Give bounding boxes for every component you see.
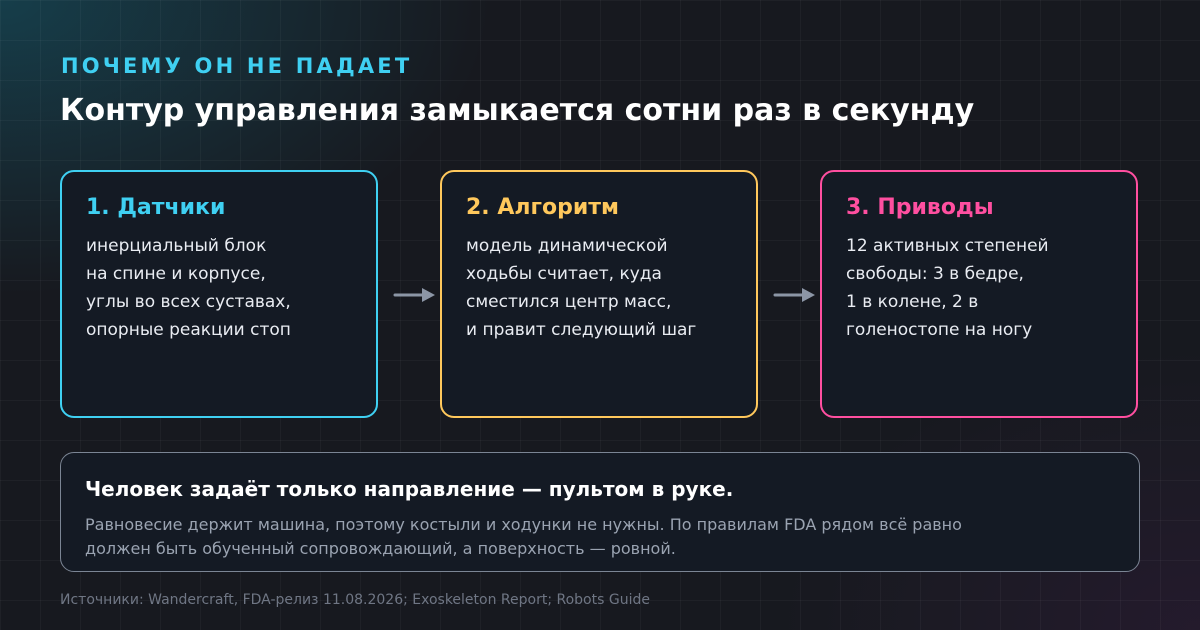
step-text-line: опорные реакции стоп [86,320,291,340]
step-text-line: ходьбы считает, куда [466,264,662,284]
sources-footnote: Источники: Wandercraft, FDA-релиз 11.08.… [60,592,650,608]
step-text-line: и правит следующий шаг [466,320,697,340]
eyebrow-label: ПОЧЕМУ ОН НЕ ПАДАЕТ [61,54,413,78]
note-heading: Человек задаёт только направление — пуль… [85,477,734,501]
step-text-line: на спине и корпусе, [86,264,266,284]
step-title: 2. Алгоритм [466,195,619,220]
step-card-algorithm: 2. Алгоритм модель динамической ходьбы с… [440,170,758,418]
step-title: 1. Датчики [86,195,226,220]
step-text-line: свободы: 3 в бедре, [846,264,1024,284]
step-text-line: 12 активных степеней [846,236,1049,256]
step-text-line: 1 в колене, 2 в [846,292,979,312]
step-title: 3. Приводы [846,195,994,220]
arrow-right-icon [393,288,435,302]
page-title: Контур управления замыкается сотни раз в… [60,93,975,128]
note-box: Человек задаёт только направление — пуль… [60,452,1140,572]
note-text-line: Равновесие держит машина, поэтому костыл… [85,515,962,534]
step-card-sensors: 1. Датчики инерциальный блок на спине и … [60,170,378,418]
step-text-line: углы во всех суставах, [86,292,291,312]
note-text-line: должен быть обученный сопровождающий, а … [85,539,676,558]
step-text-line: инерциальный блок [86,236,267,256]
step-text-line: модель динамической [466,236,668,256]
step-card-actuators: 3. Приводы 12 активных степеней свободы:… [820,170,1138,418]
arrow-right-icon [773,288,815,302]
step-text-line: голеностопе на ногу [846,320,1033,340]
step-text-line: сместился центр масс, [466,292,672,312]
